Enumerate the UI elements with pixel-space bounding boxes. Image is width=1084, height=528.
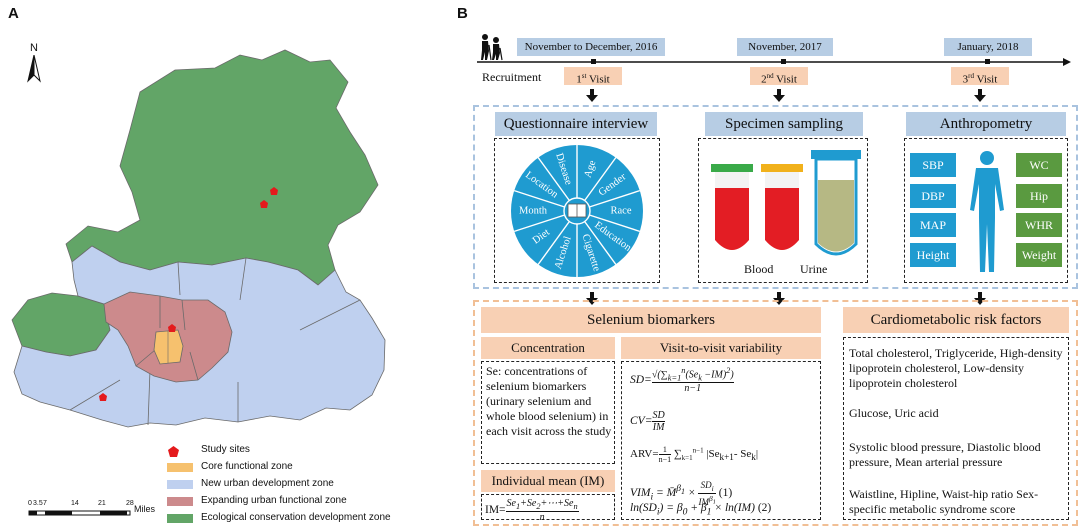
study-site-marker <box>168 324 176 332</box>
legend-swatch <box>167 480 193 489</box>
variability-box <box>621 361 821 520</box>
concentration-box <box>481 361 615 464</box>
visit-3-label: 3rd Visit <box>951 67 1009 86</box>
questionnaire-heading: Questionnaire interview <box>495 112 657 136</box>
chip-dbp: DBP <box>910 184 956 208</box>
risk-item-lipids: Total cholesterol, Triglyceride, High-de… <box>849 346 1063 390</box>
legend-item: Study sites <box>165 443 400 460</box>
selenium-heading: Selenium biomarkers <box>481 307 821 333</box>
urine-label: Urine <box>800 262 828 276</box>
panel-a-label: A <box>8 5 19 22</box>
study-site-marker <box>270 187 278 195</box>
legend-item: Core functional zone <box>165 460 400 477</box>
specimen-tubes <box>711 150 861 256</box>
arrow-down-icon <box>773 89 785 102</box>
blood-tube-yellow <box>761 164 803 250</box>
scale-bar: 0 3.5 7 14 21 28 Miles <box>28 500 156 516</box>
wheel-spoke <box>589 189 640 208</box>
wheel-spoke <box>514 214 565 233</box>
legend-swatch <box>167 514 193 523</box>
human-body-icon <box>970 151 1004 272</box>
im-formula: IM= Se1+Se2+⋯+Sen n <box>485 498 579 523</box>
study-site-marker <box>260 200 268 208</box>
wheel-spoke <box>514 189 565 208</box>
risk-item-glucose: Glucose, Uric acid <box>849 406 939 420</box>
questionnaire-box <box>494 138 660 283</box>
wheel-spoke <box>589 214 640 233</box>
cv-formula: CV= SD IM <box>630 410 665 433</box>
legend-label: Ecological conservation development zone <box>201 512 391 523</box>
legend-item: New urban development zone <box>165 477 400 494</box>
risk-item-bp: Systolic blood pressure, Diastolic blood… <box>849 440 1041 469</box>
wheel-label: Race <box>611 205 632 216</box>
legend-label: Expanding urban functional zone <box>201 495 347 506</box>
north-arrow-icon <box>27 55 41 83</box>
date-visit-1: November to December, 2016 <box>517 38 665 56</box>
study-site-marker <box>99 393 107 401</box>
wheel-label: Age <box>583 159 599 179</box>
recruitment-label: Recruitment <box>482 70 542 84</box>
map-ecological-north <box>65 49 379 286</box>
legend-item: Expanding urban functional zone <box>165 494 400 511</box>
date-visit-3: January, 2018 <box>944 38 1032 56</box>
questionnaire-wheel: AgeGenderRaceEducationCigaretteAlcoholDi… <box>511 145 643 277</box>
north-label: N <box>30 42 38 54</box>
wheel-spoke <box>584 221 617 265</box>
arrow-down-icon <box>974 89 986 102</box>
individual-mean-box <box>481 494 615 520</box>
study-site-icon <box>168 446 179 457</box>
visit-1-label: 1st Visit <box>564 67 622 86</box>
wheel-spoke <box>537 157 570 201</box>
specimen-box <box>698 138 868 283</box>
concentration-heading: Concentration <box>481 337 615 359</box>
timeline-arrow <box>477 58 1071 66</box>
chip-whr: WHR <box>1016 213 1062 237</box>
legend-item: Ecological conservation development zone <box>165 511 400 528</box>
arrow-down-icon <box>586 89 598 102</box>
blood-tube-green <box>711 164 753 250</box>
date-visit-2: November, 2017 <box>737 38 833 56</box>
risk-factors-heading: Cardiometabolic risk factors <box>843 307 1069 333</box>
data-collection-box <box>473 105 1078 289</box>
legend-swatch <box>167 463 193 472</box>
risk-factors-box <box>843 337 1069 520</box>
wheel-spoke <box>537 221 570 265</box>
elderly-people-icon <box>481 34 503 61</box>
map-ecological-west <box>11 292 111 357</box>
wheel-spoke <box>584 157 617 201</box>
chip-weight: Weight <box>1016 243 1062 267</box>
map-core-zone <box>153 329 184 365</box>
concentration-text: Se: concentrations of selenium biomarker… <box>486 364 612 438</box>
ln-formula: ln(SDi) = β0 + β1 × ln(IM) (2) <box>630 502 772 518</box>
sd-formula: SD= √(∑k=1n(Sek −IM)2) n−1 <box>630 366 734 395</box>
specimen-heading: Specimen sampling <box>705 112 863 136</box>
legend-swatch <box>167 497 193 506</box>
chip-map: MAP <box>910 213 956 237</box>
variability-heading: Visit-to-visit variability <box>621 337 821 359</box>
analysis-box <box>473 300 1078 526</box>
anthropometry-box <box>904 138 1068 283</box>
anthropometry-heading: Anthropometry <box>906 112 1066 136</box>
legend-label: Core functional zone <box>201 461 293 472</box>
legend-label: Study sites <box>201 444 250 455</box>
beijing-zone-map <box>11 49 386 428</box>
risk-item-body: Waistline, Hipline, Waist-hip ratio Sex-… <box>849 487 1039 516</box>
individual-mean-heading: Individual mean (IM) <box>481 470 615 492</box>
wheel-label: Month <box>519 205 548 216</box>
chip-height: Height <box>910 243 956 267</box>
map-legend: Study sites Core functional zone New urb… <box>165 443 400 528</box>
blood-label: Blood <box>744 262 774 276</box>
legend-label: New urban development zone <box>201 478 334 489</box>
chip-sbp: SBP <box>910 153 956 177</box>
chip-wc: WC <box>1016 153 1062 177</box>
visit-2-label: 2nd Visit <box>750 67 808 86</box>
book-icon <box>567 203 587 218</box>
urine-tube <box>811 150 861 256</box>
chip-hip: Hip <box>1016 184 1062 208</box>
panel-b-label: B <box>457 5 468 22</box>
